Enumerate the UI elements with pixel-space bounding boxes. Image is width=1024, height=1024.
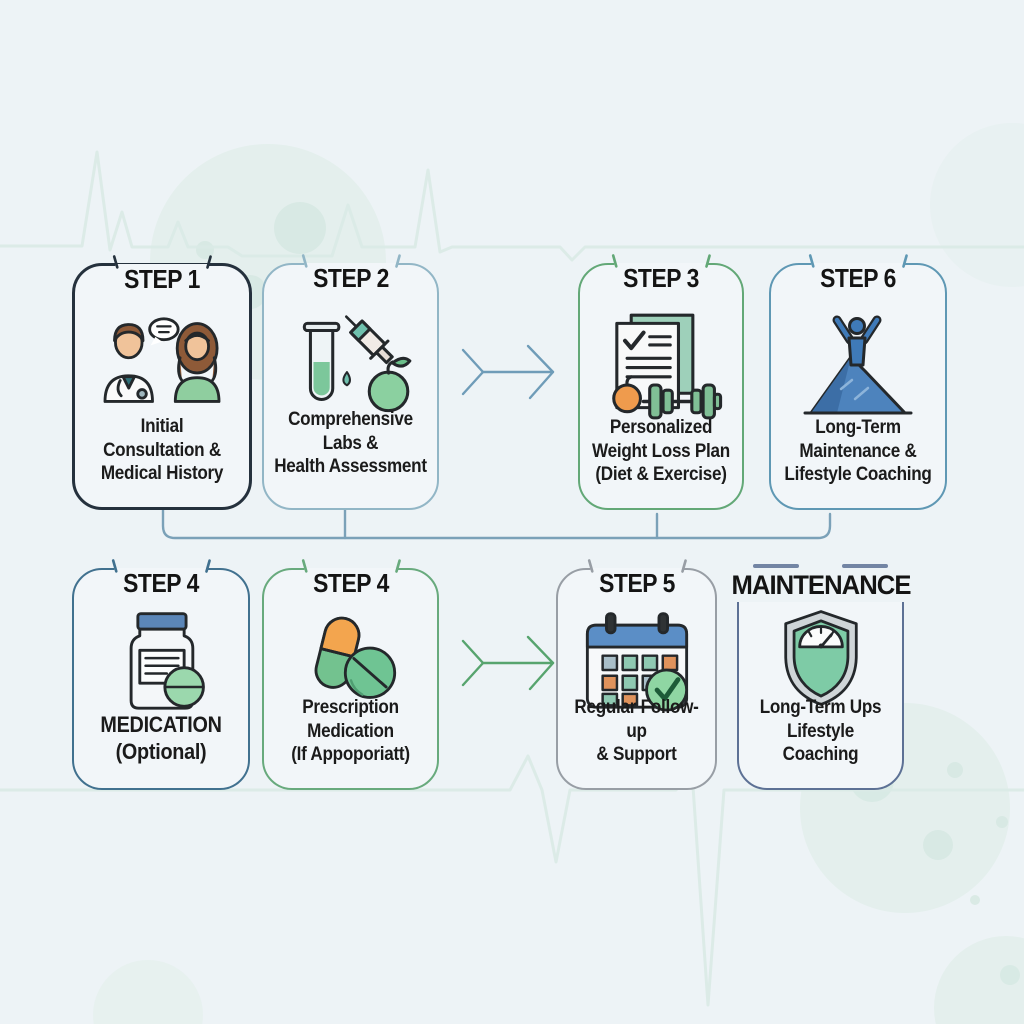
step-title-text: STEP 4: [123, 568, 199, 598]
step-title: STEP 2: [301, 253, 400, 293]
card-label: Personalized Weight Loss Plan (Diet & Ex…: [592, 417, 730, 485]
step-title-text: STEP 6: [820, 263, 896, 293]
step-title-text: STEP 5: [598, 568, 675, 598]
card-label: MEDICATION (Optional): [100, 712, 222, 765]
step-title-text: MAINTENANCE: [730, 570, 911, 600]
step-card-6: STEP 6 Long-Term Maintenance & L: [769, 253, 947, 510]
step-title-text: STEP 1: [124, 264, 200, 294]
shield-scale-icon: [769, 606, 873, 712]
medicine-bottle-tablet-icon: [103, 606, 219, 712]
step-title: STEP 3: [611, 253, 711, 293]
person-on-mountain-icon: [793, 309, 923, 421]
calendar-check-icon: [574, 606, 700, 712]
card-label: Long-Term Ups Lifestyle Coaching: [759, 697, 882, 765]
doctor-patient-consultation-icon: [86, 310, 238, 422]
test-tube-syringe-apple-icon: [280, 309, 422, 421]
capsule-tablet-icon: [294, 606, 408, 712]
step-title-text: STEP 2: [312, 263, 389, 293]
step-card-5: STEP 5: [556, 558, 717, 790]
row-connector-line: [161, 508, 832, 540]
step-title: STEP 1: [112, 254, 212, 294]
step-title: STEP 6: [808, 253, 908, 293]
flow-arrow-right: [461, 344, 555, 400]
card-label: Long-Term Maintenance & Lifestyle Coachi…: [784, 417, 932, 485]
step-card-2: STEP 2: [262, 253, 439, 510]
maintenance-card: MAINTENANCE Long-Term Ups Lifestyle Coac…: [729, 564, 912, 790]
step-title: STEP 5: [587, 558, 686, 598]
checklist-apple-dumbbell-icon: [594, 309, 728, 421]
step-title-text: STEP 4: [312, 568, 389, 598]
card-label: Initial Consultation & Medical History: [100, 416, 224, 484]
flow-arrow-right: [461, 635, 555, 691]
card-label: Comprehensive Labs & Health Assessment: [274, 409, 427, 477]
step-title-text: STEP 3: [623, 263, 699, 293]
step-card-3: STEP 3 Per: [578, 253, 744, 510]
border-stub-dash: [842, 564, 888, 568]
step-title: STEP 4: [301, 558, 400, 598]
step-title: MAINTENANCE: [729, 568, 912, 602]
step-card-1: STEP 1: [72, 254, 252, 510]
step-title: STEP 4: [111, 558, 211, 598]
card-label: Prescription Medication (If Appoporiatt): [291, 697, 410, 765]
step-card-4-medication: STEP 4 MEDICATION (Optional): [72, 558, 250, 790]
border-stub-dash: [753, 564, 799, 568]
card-label: Regular Follow-up & Support: [574, 697, 699, 765]
step-card-4-prescription: STEP 4 Prescription Medication (If Appop…: [262, 558, 439, 790]
